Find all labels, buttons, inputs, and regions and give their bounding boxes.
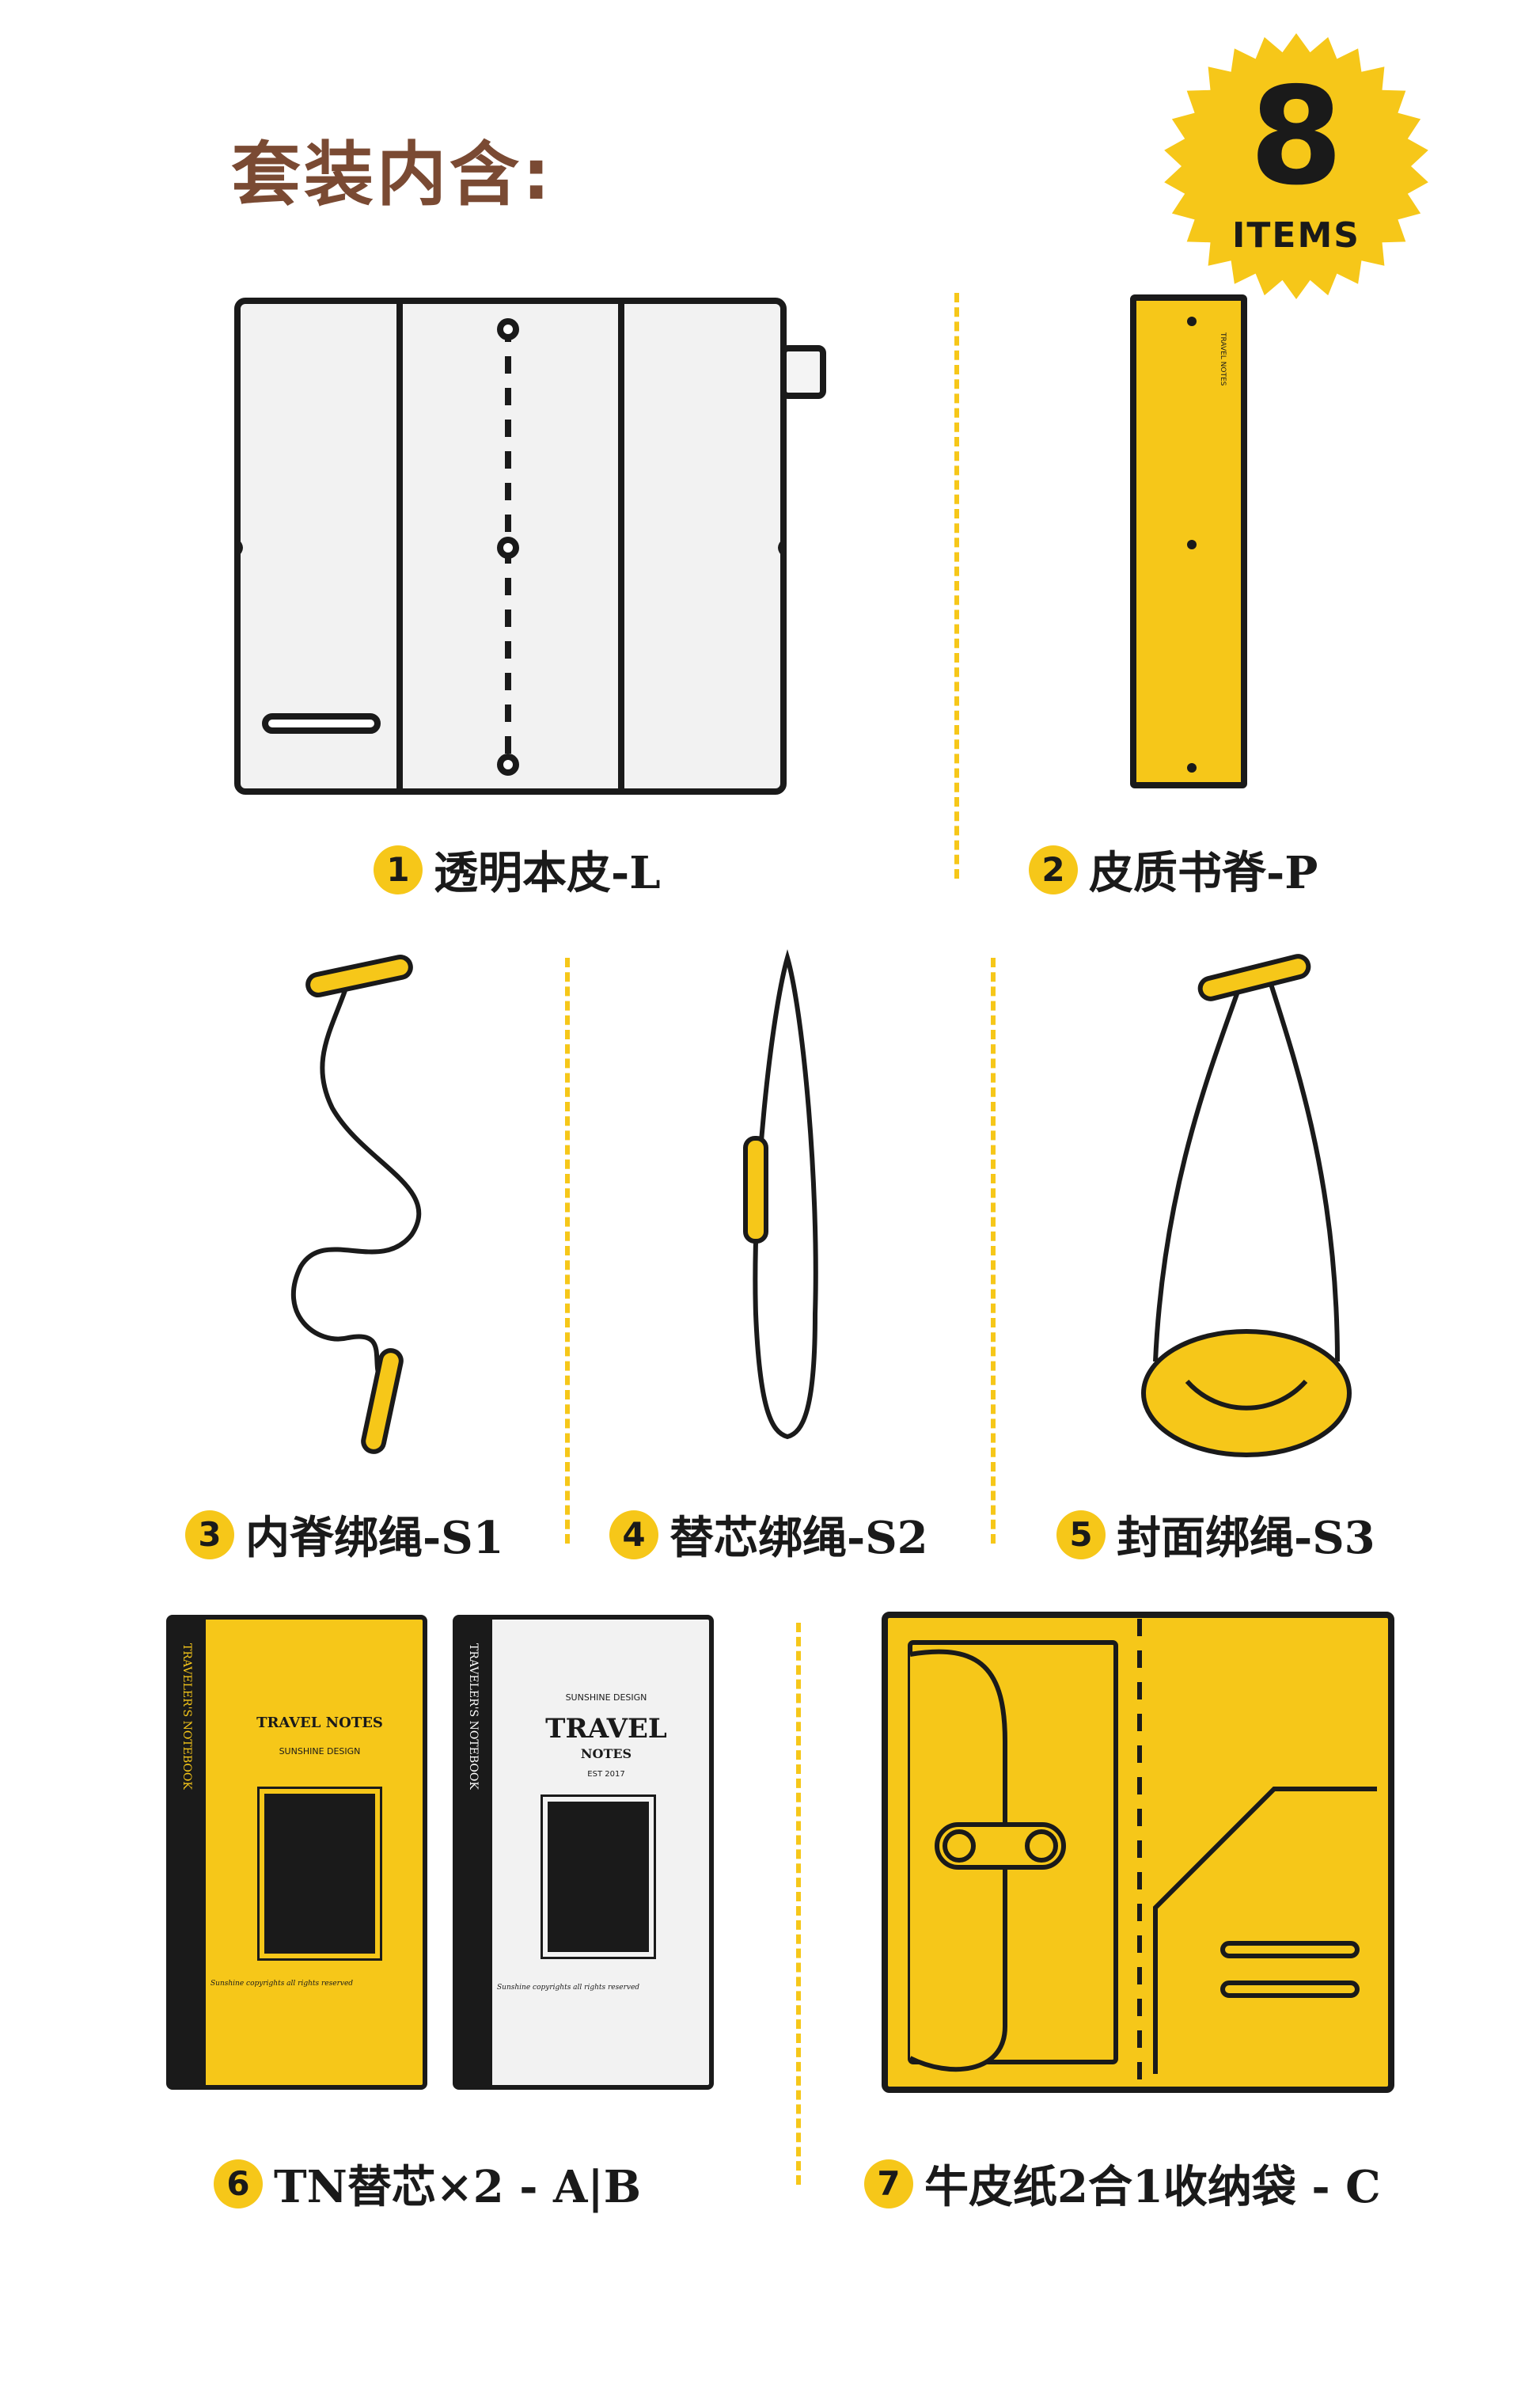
item-1-number: 1 [374,845,423,894]
notebook-spine: TRAVELER'S NOTEBOOK [171,1620,206,2085]
divider [565,958,570,1544]
badge-label: ITEMS [1232,215,1360,256]
notebook-b-heading-1: TRAVEL [545,1713,667,1745]
spine-hole [1187,540,1197,549]
item-1-label: 透明本皮-L [434,847,661,899]
starburst-icon [1164,33,1428,299]
divider [796,1623,801,2185]
item-5-number: 5 [1056,1510,1106,1559]
notebook-b-sub: EST 2017 [587,1770,625,1779]
item-6-number: 6 [214,2159,263,2208]
badge-count: 8 [1249,59,1344,215]
notebook-side-text: TRAVELER'S NOTEBOOK [180,1643,193,1790]
notebook-a-heading: TRAVEL NOTES [256,1715,383,1731]
divider [954,293,959,879]
item-count-badge: 8 ITEMS [1162,32,1431,301]
spine-hole [1187,317,1197,326]
item-3-number: 3 [185,1510,234,1559]
cover-cord [1141,954,1352,1457]
inner-spine-cord [290,954,422,1454]
refill-cord [743,949,818,1440]
item-3-caption: 3 内脊绑绳-S1 [185,1502,504,1567]
notebook-b-strip: Sunshine copyrights all rights reserved [497,1984,640,1992]
item-6-label: TN替芯×2 - A|B [274,2161,642,2213]
item-7-label: 牛皮纸2合1收纳袋 - C [924,2161,1381,2213]
item-2-caption: 2 皮质书脊-P [1029,837,1318,902]
item-6-caption: 6 TN替芯×2 - A|B [214,2151,641,2216]
notebook-b: TRAVELER'S NOTEBOOK SUNSHINE DESIGN TRAV… [453,1615,714,2090]
item-5-label: 封面绑绳-S3 [1117,1512,1375,1564]
spine-brand-text: TRAVEL NOTES [1219,332,1227,386]
item-4-label: 替芯绑绳-S2 [669,1512,928,1564]
notebook-a-strip: Sunshine copyrights all rights reserved [211,1980,354,1988]
notebook-spine: TRAVELER'S NOTEBOOK [457,1620,492,2085]
item-7-caption: 7 牛皮纸2合1收纳袋 - C [864,2151,1381,2216]
item-7-number: 7 [864,2159,913,2208]
notebook-side-text: TRAVELER'S NOTEBOOK [467,1643,480,1790]
notebook-b-top: SUNSHINE DESIGN [565,1692,647,1703]
notebook-b-heading-2: NOTES [580,1746,632,1761]
notebook-a-window [257,1787,382,1961]
leather-spine-illustration: TRAVEL NOTES [1130,294,1247,788]
page-title: 套装内含: [231,134,554,215]
item-4-caption: 4 替芯绑绳-S2 [609,1502,928,1567]
notebook-a: TRAVELER'S NOTEBOOK TRAVEL NOTES SUNSHIN… [166,1615,427,2090]
item-2-label: 皮质书脊-P [1089,847,1318,899]
item-2-number: 2 [1029,845,1078,894]
item-5-caption: 5 封面绑绳-S3 [1056,1502,1375,1567]
item-1-caption: 1 透明本皮-L [374,837,661,902]
notebook-b-window [541,1794,656,1959]
divider [991,958,996,1544]
item-4-number: 4 [609,1510,658,1559]
spine-hole [1187,763,1197,773]
notebook-a-sub: SUNSHINE DESIGN [279,1746,361,1756]
item-3-label: 内脊绑绳-S1 [245,1512,504,1564]
